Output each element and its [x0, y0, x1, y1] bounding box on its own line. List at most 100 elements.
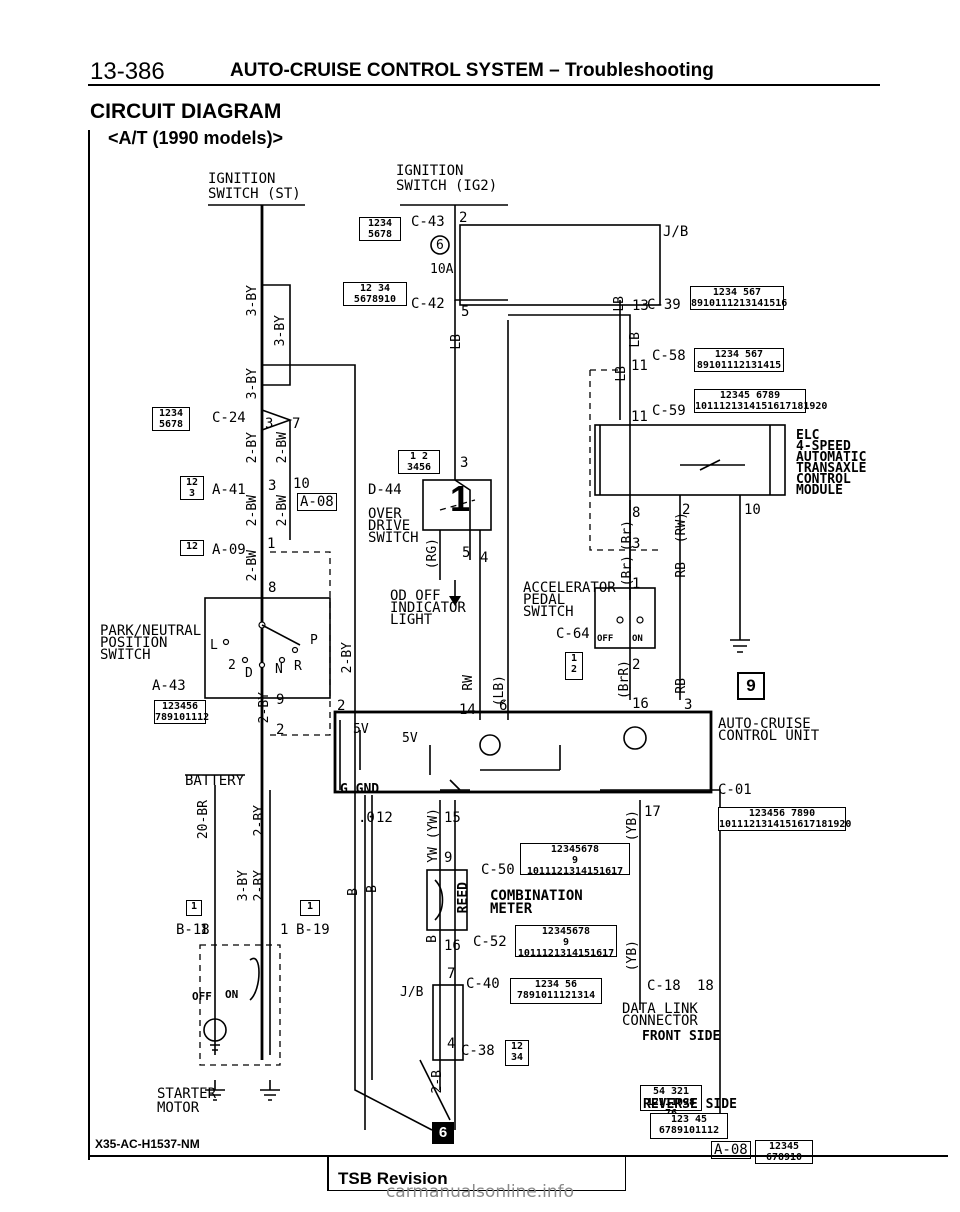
pin-number: 5 [461, 304, 470, 320]
pin-number: 14 [459, 702, 476, 718]
connector-c42-label: C-42 [411, 296, 445, 312]
jb-label: J/B [663, 224, 689, 240]
pin-number: 5 [462, 545, 471, 561]
left-margin-rule [88, 130, 90, 1160]
pin-number: 3 [460, 455, 469, 471]
pin-number: 1 [267, 536, 276, 552]
fuse-label: 10A [430, 262, 454, 277]
pin-number: 2 [337, 698, 346, 714]
prnd-2: 2 [228, 658, 236, 673]
pin-number: 3 [265, 416, 274, 432]
ground-9-badge: 9 [737, 672, 765, 700]
connector-b18-icon: 1 [186, 900, 202, 916]
connector-b19-icon: 1 [300, 900, 320, 916]
connector-c40-label: C-40 [466, 976, 500, 992]
prnd-d: D [245, 666, 253, 681]
wire-label: 2-BY [245, 432, 260, 464]
page-title: AUTO-CRUISE CONTROL SYSTEM – Troubleshoo… [230, 60, 714, 81]
wire-label: 20-BR [196, 800, 211, 840]
pin-number: 4 [447, 1036, 456, 1052]
wire-label: B [365, 885, 380, 893]
starter-on-label: ON [225, 988, 239, 1001]
wire-label: 2-BY [340, 642, 355, 674]
connector-a08b-label: A-08 [711, 1141, 751, 1159]
connector-b19-label: B-19 [296, 922, 330, 938]
wire-label: RB [674, 562, 689, 578]
wire-label: 3-BY [273, 315, 288, 347]
pin-number: 18 [697, 978, 714, 994]
connector-c38-label: C-38 [461, 1043, 495, 1059]
wire-label: 2-BW [275, 495, 290, 527]
pin-number: 9 [276, 692, 285, 708]
wire-label: LB [612, 296, 627, 312]
wire-label: B [346, 888, 361, 896]
pin-number: 7 [292, 416, 301, 432]
pin-number: 10 [744, 502, 761, 518]
wire-label: 2-BW [245, 550, 260, 582]
tsb-revision-box [327, 1156, 626, 1191]
accel-off-label: OFF [597, 634, 614, 644]
connector-a43-label: A-43 [152, 678, 186, 694]
v5-a-label: 5V [353, 722, 369, 737]
watermark: carmanualsonline.info [385, 1182, 575, 1202]
ignition-switch-st-label: IGNITION SWITCH (ST) [208, 171, 301, 202]
pin-number: 16 [632, 696, 649, 712]
fuse-number: 6 [436, 238, 444, 253]
pin-number: 9 [444, 850, 453, 866]
footer-rule [88, 1155, 948, 1157]
pin-number: 12 [376, 810, 393, 826]
pin-number: 10 [293, 476, 310, 492]
pin-number: 1 [280, 922, 289, 938]
pin-number: 17 [644, 804, 661, 820]
prnd-p: P [310, 633, 318, 648]
wire-label: REED [456, 882, 471, 914]
wire-label: RB [674, 678, 689, 694]
wire-label: (BrR) [617, 660, 632, 700]
connector-a09-label: A-09 [212, 542, 246, 558]
figure-code: X35-AC-H1537-NM [95, 1137, 200, 1151]
pin-number: 2 [459, 210, 468, 226]
pin-number: 2 [682, 502, 691, 518]
pin-number: 16 [444, 938, 461, 954]
connector-c01-label: C-01 [718, 782, 752, 798]
pin-number: 11 [631, 409, 648, 425]
pin-number: 13 [632, 298, 649, 314]
pin-number: 1 [450, 478, 471, 519]
connector-a08-label: A-08 [297, 493, 337, 511]
connector-a41-label: A-41 [212, 482, 246, 498]
pin-number: 3 [632, 536, 641, 552]
section-title: CIRCUIT DIAGRAM [90, 100, 282, 123]
section-subtitle: <A/T (1990 models)> [108, 128, 284, 148]
wire-label: LB [614, 366, 629, 382]
wire-label: 2-BW [275, 432, 290, 464]
tsb-revision-label: TSB Revision [338, 1169, 448, 1188]
pin-number: 7 [447, 966, 456, 982]
pin-number: 8 [632, 505, 641, 521]
connector-d44-label: D-44 [368, 482, 402, 498]
wire-label: 3-BY [236, 870, 251, 902]
starter-off-label: OFF [192, 990, 212, 1003]
